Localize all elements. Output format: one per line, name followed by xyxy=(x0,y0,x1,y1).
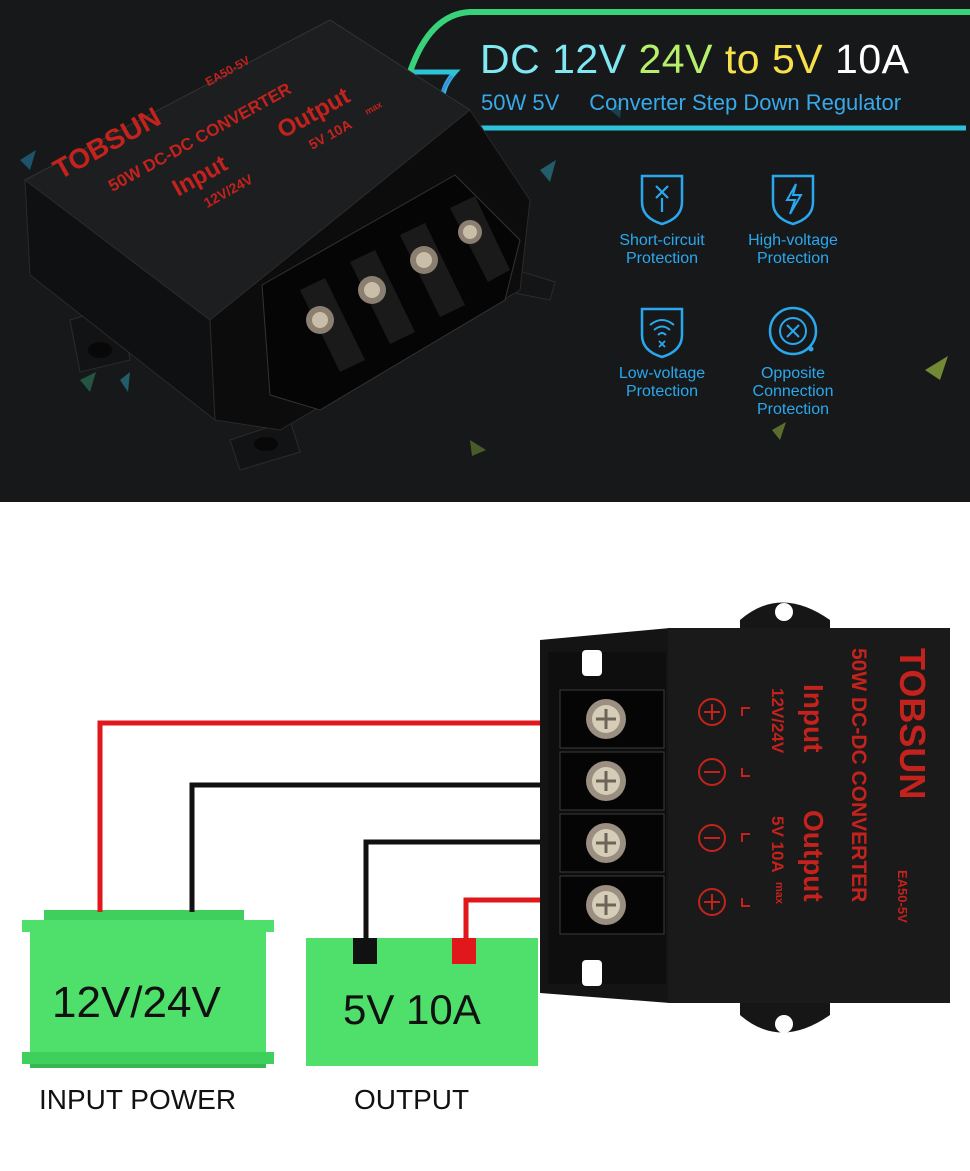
diagram-output-label: Output xyxy=(798,810,829,902)
title-12v: 12V xyxy=(552,36,627,82)
product-subtitle: 50W 5V Converter Step Down Regulator xyxy=(481,90,901,116)
converter-diagram: TOBSUN EA50-5V 50W DC-DC CONVERTER Input… xyxy=(540,602,950,1033)
feature-label-line: Protection xyxy=(625,383,699,400)
diagram-input-label: Input xyxy=(798,684,829,752)
diagram-output-max: max xyxy=(773,882,785,905)
title-to: to xyxy=(724,36,761,82)
output-caption: OUTPUT xyxy=(354,1084,470,1115)
subtitle-description: Converter Step Down Regulator xyxy=(589,90,902,115)
circle-x-icon xyxy=(768,306,818,356)
feature-label-line: Short-circuit xyxy=(619,232,705,249)
input-caption: INPUT POWER xyxy=(39,1084,237,1115)
subtitle-power: 50W 5V xyxy=(481,90,560,115)
input-box-label: 12V/24V xyxy=(52,978,221,1027)
feature-label-line: Opposite xyxy=(760,365,826,382)
title-24v: 24V xyxy=(638,36,713,82)
shield-bolt-icon xyxy=(771,174,815,226)
hero-section: TOBSUN EA50-5V 50W DC-DC CONVERTER Input… xyxy=(0,0,970,502)
feature-short-circuit: Short-circuit Protection xyxy=(592,172,732,268)
hero-background: TOBSUN EA50-5V 50W DC-DC CONVERTER Input… xyxy=(20,9,970,471)
feature-label-line: Low-voltage xyxy=(618,365,706,382)
diagram-input-voltage: 12V/24V xyxy=(768,688,787,754)
output-box-label: 5V 10A xyxy=(343,986,481,1033)
diagram-device-name: 50W DC-DC CONVERTER xyxy=(847,648,870,902)
wire-input-negative xyxy=(189,782,572,912)
shield-wifi-icon xyxy=(640,307,684,359)
wiring-diagram: TOBSUN EA50-5V 50W DC-DC CONVERTER Input… xyxy=(22,602,950,1068)
title-dc: DC xyxy=(480,36,541,82)
diagram-device-brand: TOBSUN xyxy=(892,648,933,799)
feature-low-voltage: Low-voltage Protection xyxy=(592,305,732,401)
feature-label-line: Protection xyxy=(756,250,830,267)
input-battery xyxy=(22,910,274,1068)
feature-label-line: High-voltage xyxy=(748,232,838,249)
title-10a: 10A xyxy=(835,36,910,82)
converter-photo: TOBSUN EA50-5V 50W DC-DC CONVERTER Input… xyxy=(24,19,556,471)
product-title: DC 12V 24V to 5V 10A xyxy=(480,36,909,83)
title-5v: 5V xyxy=(771,36,824,82)
feature-opposite-connection: Opposite Connection Protection xyxy=(723,305,863,419)
feature-label-line: Connection xyxy=(752,383,834,400)
feature-label-line: Protection xyxy=(625,250,699,267)
diagram-output-spec: 5V 10A xyxy=(768,816,787,873)
wire-output-positive xyxy=(463,897,572,940)
output-box xyxy=(306,938,538,1066)
wire-output-negative xyxy=(363,839,572,940)
feature-high-voltage: High-voltage Protection xyxy=(723,172,863,268)
feature-label-line: Protection xyxy=(756,401,830,418)
diagram-device-model: EA50-5V xyxy=(895,870,910,923)
wire-input-positive xyxy=(97,720,572,912)
shield-x-icon xyxy=(640,174,684,226)
